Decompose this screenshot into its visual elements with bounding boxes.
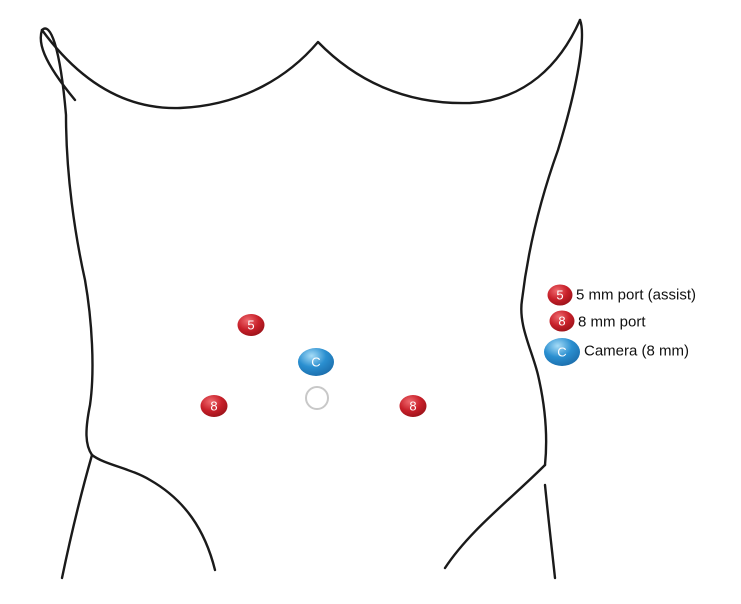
umbilicus-circle-icon xyxy=(305,386,329,410)
legend-item-text: 5 mm port (assist) xyxy=(576,287,696,304)
legend-badge-label: 5 xyxy=(556,288,563,303)
legend-item-assist: 5 5 mm port (assist) xyxy=(547,284,696,306)
port-left-8mm: 8 xyxy=(200,395,228,417)
torso-left-groin xyxy=(90,453,217,572)
legend: 5 5 mm port (assist) 8 8 mm port C Camer… xyxy=(544,284,696,366)
legend-badge-red xyxy=(547,284,573,306)
legend-item-camera: C Camera (8 mm) xyxy=(544,338,689,366)
port-badge-red xyxy=(237,314,265,336)
port-label: 8 xyxy=(409,399,416,414)
torso-right-side xyxy=(520,18,584,467)
port-badge-red xyxy=(399,395,427,417)
torso-right-groin xyxy=(443,463,547,570)
torso-outline xyxy=(39,18,584,580)
torso-right-leg xyxy=(543,483,557,580)
torso-neckline xyxy=(40,18,582,110)
torso-left-leg xyxy=(60,453,94,580)
port-assist-5mm: 5 xyxy=(237,314,265,336)
legend-item-text: Camera (8 mm) xyxy=(584,343,689,360)
legend-badge-label: C xyxy=(557,345,566,360)
legend-item-robotic: 8 8 mm port xyxy=(549,310,646,332)
port-label: 8 xyxy=(210,399,217,414)
legend-badge-red xyxy=(549,310,575,332)
torso-left-side xyxy=(39,27,94,457)
legend-badge-blue xyxy=(544,338,580,366)
port-badge-red xyxy=(200,395,228,417)
legend-item-text: 8 mm port xyxy=(578,314,646,331)
camera-badge-blue xyxy=(298,348,334,376)
port-camera: C xyxy=(298,348,334,376)
port-label: 5 xyxy=(247,318,254,333)
port-right-8mm: 8 xyxy=(399,395,427,417)
port-label: C xyxy=(311,355,320,370)
legend-badge-label: 8 xyxy=(558,314,565,329)
